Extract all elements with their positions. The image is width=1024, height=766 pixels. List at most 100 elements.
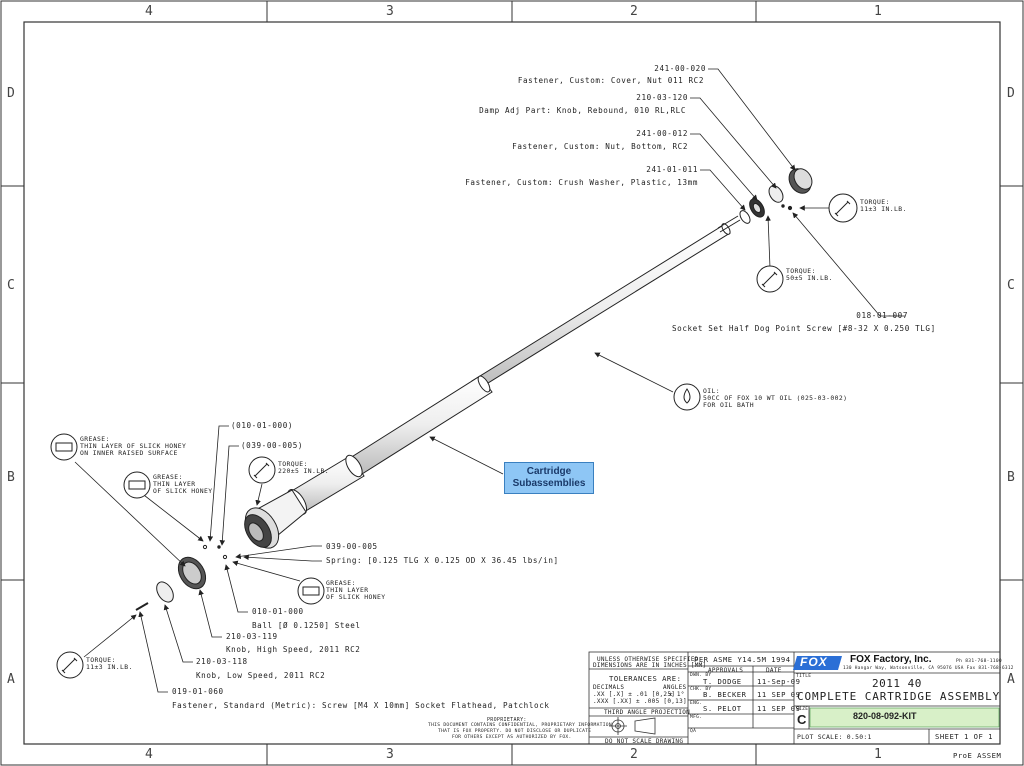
tb-title-label: TITLE <box>796 674 812 679</box>
part-desc-label: Socket Set Half Dog Point Screw [#8-32 X… <box>672 324 936 333</box>
zone-row-a-right: A <box>1007 672 1015 687</box>
part-number-label: 241-01-011 <box>646 165 698 174</box>
tb-sheet: SHEET 1 OF 1 <box>935 732 993 741</box>
part-number-label: (039-00-005) <box>241 441 304 450</box>
tb-company: FOX Factory, Inc. <box>850 654 932 665</box>
part-number-label: 018-01-007 <box>856 311 908 320</box>
part-desc-label: Knob, High Speed, 2011 RC2 <box>226 645 361 654</box>
part-number-label: 039-00-005 <box>326 542 378 551</box>
tb-phone: Ph 831-768-1100 <box>956 659 1002 664</box>
part-desc-label: Knob, Low Speed, 2011 RC2 <box>196 671 326 680</box>
title-block-grid <box>588 651 1001 745</box>
tb-tol1b: ± 1° <box>669 691 685 698</box>
tb-dims: DIMENSIONS ARE IN INCHES [MM] <box>593 662 707 669</box>
oil-callout: OIL:50CC OF FOX 10 WT OIL (025-03-002)FO… <box>703 387 848 409</box>
tb-plot-scale: PLOT SCALE: 0.50:1 <box>797 733 872 741</box>
zone-col-3-bottom: 3 <box>386 747 394 762</box>
fox-logo-text: FOX <box>800 655 828 669</box>
torque-callout: TORQUE:11±3 IN.LB. <box>86 656 133 671</box>
tb-mfg-label: MFG. <box>690 715 703 720</box>
tb-title1: 2011 40 <box>872 677 922 690</box>
torque-wrench-icon <box>756 265 784 293</box>
tb-tolerances: TOLERANCES ARE: <box>609 674 682 683</box>
part-number-label: (010-01-000) <box>231 421 294 430</box>
tb-approvals: APPROVALS <box>708 667 744 674</box>
part-number-label: 010-01-000 <box>252 607 304 616</box>
zone-row-d-right: D <box>1007 86 1015 101</box>
tb-proprietary-l3: FOR OTHERS EXCEPT AS AUTHORIZED BY FOX. <box>452 735 572 740</box>
tb-eng: S. PELOT <box>703 704 742 713</box>
tb-proprietary-l2: THAT IS FOX PROPERTY. DO NOT DISCLOSE OR… <box>438 729 592 734</box>
part-number-label: 210-03-119 <box>226 632 278 641</box>
tb-per-asme: PER ASME Y14.5M 1994 <box>694 655 791 664</box>
tb-date-header: DATE <box>766 667 782 674</box>
tb-chk-by: B. BECKER <box>703 690 747 699</box>
part-desc-label: Fastener, Standard (Metric): Screw [M4 X… <box>172 701 550 710</box>
part-number-label: 241-00-012 <box>636 129 688 138</box>
torque-callout: TORQUE:50±5 IN.LB. <box>786 267 833 282</box>
torque-wrench-icon <box>56 651 84 679</box>
zone-col-4-top: 4 <box>145 4 153 19</box>
tb-proprietary-l1: THIS DOCUMENT CONTAINS CONFIDENTIAL, PRO… <box>428 723 612 728</box>
part-desc-label: Fastener, Custom: Cover, Nut 011 RC2 <box>517 76 704 85</box>
torque-callout: TORQUE:11±3 IN.LB. <box>860 198 907 213</box>
tb-chk-date: 11 SEP 09 <box>757 690 801 699</box>
zone-row-b-left: B <box>7 470 15 485</box>
subassembly-label-line1: Cartridge <box>526 466 572 477</box>
tb-do-not-scale: DO NOT SCALE DRAWING <box>605 738 684 745</box>
torque-callout: TORQUE:220±5 IN.LB. <box>278 460 329 475</box>
part-number-label: 019-01-060 <box>172 687 224 696</box>
tb-unless: UNLESS OTHERWISE SPECIFIED <box>597 656 699 663</box>
leader-lines <box>74 68 905 693</box>
zone-row-b-right: B <box>1007 470 1015 485</box>
fox-logo <box>793 656 842 670</box>
torque-wrench-icon <box>828 193 858 223</box>
zone-col-2-bottom: 2 <box>630 747 638 762</box>
subassembly-label-line2: Subassemblies <box>512 478 586 489</box>
zone-row-c-left: C <box>7 278 15 293</box>
cartridge-shaft <box>244 215 741 549</box>
tb-proe: ProE ASSEM <box>953 751 1002 760</box>
part-desc-label: Damp Adj Part: Knob, Rebound, 010 RL,RLC <box>479 106 686 115</box>
tb-eng-label: ENG. <box>690 701 703 706</box>
zone-col-3-top: 3 <box>386 4 394 19</box>
zone-col-1-top: 1 <box>874 4 882 19</box>
cartridge-subassemblies-link[interactable]: Cartridge Subassemblies <box>504 462 594 494</box>
torque-wrench-icon <box>248 456 276 484</box>
tb-tol2: .XXX [.XX] ± .005 [0,13] <box>593 698 687 705</box>
zone-row-a-left: A <box>7 672 15 687</box>
part-desc-label: Fastener, Custom: Nut, Bottom, RC2 <box>512 142 688 151</box>
zone-col-1-bottom: 1 <box>874 747 882 762</box>
tb-size-label: SIZE <box>796 707 809 712</box>
tb-title2: COMPLETE CARTRIDGE ASSEMBLY <box>797 690 1001 703</box>
tb-dwn-by-label: DWN. BY <box>690 673 712 678</box>
zone-col-4-bottom: 4 <box>145 747 153 762</box>
zone-col-2-top: 2 <box>630 4 638 19</box>
part-number-label: 241-00-020 <box>654 64 706 73</box>
part-desc-label: Ball [Ø 0.1250] Steel <box>252 621 361 630</box>
tb-third-angle: THIRD ANGLE PROJECTION <box>604 709 691 716</box>
tb-tol1: .XX [.X] ± .01 [0,25] <box>593 691 676 698</box>
tb-proprietary-title: PROPRIETARY: <box>487 717 527 723</box>
tb-chk-by-label: CHK. BY <box>690 687 712 692</box>
callout-icons <box>50 193 858 679</box>
part-number-label: 210-03-120 <box>636 93 688 102</box>
tb-size: C <box>797 712 807 727</box>
tb-decimals: DECIMALS <box>593 684 625 691</box>
bottom-parts <box>135 544 228 611</box>
tb-dwn-date: 11-Sep-09 <box>757 677 801 686</box>
zone-row-c-right: C <box>1007 278 1015 293</box>
part-desc-label: Fastener, Custom: Crush Washer, Plastic,… <box>465 178 698 187</box>
tb-qa-label: QA <box>690 729 697 734</box>
zone-row-d-left: D <box>7 86 15 101</box>
tb-eng-date: 11 SEP 09 <box>757 704 801 713</box>
top-parts <box>739 168 813 224</box>
tb-address: 130 Hangar Way, Watsonville, CA 95076 US… <box>843 666 1014 671</box>
tb-part-number: 820-08-092-KIT <box>853 711 917 721</box>
